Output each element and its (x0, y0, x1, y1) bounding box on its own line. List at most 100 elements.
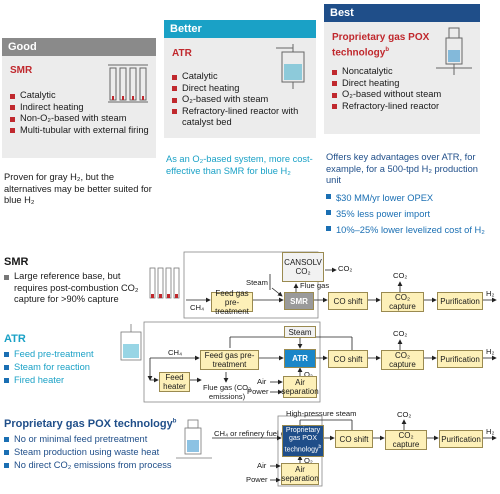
pox-purification-label: Purification (441, 434, 481, 444)
smr-feed-box: Feed gas pre-treatment (211, 289, 253, 316)
pox-reactor-text: Proprietary gas POX technology (284, 427, 321, 454)
atr-air-sep-box: Air separation (281, 376, 319, 398)
smr-capture-box: CO₂ capture (381, 292, 424, 312)
atr-steam-box: Steam (284, 326, 316, 338)
card-best-title: Proprietary gas POX technologyb (332, 32, 432, 59)
atr-reactor-box: ATR (284, 349, 316, 368)
smr-purification-box: Purification (437, 292, 483, 310)
atr-shift-label: CO shift (333, 354, 363, 364)
smr-reactor-box: SMR (284, 292, 314, 310)
smr-cansolv-label: CANSOLV CO₂ (284, 258, 322, 276)
list-item: Noncatalytic (332, 66, 478, 78)
list-item: Refractory-lined reactor (332, 101, 478, 113)
smr-co2-top-label: CO₂ (393, 271, 408, 280)
list-item: Direct heating (332, 78, 478, 90)
card-best-bullets: Noncatalytic Direct heating O₂-based wit… (332, 66, 478, 112)
card-better: Better ATR Catalytic Direct heating O₂-b… (164, 20, 316, 138)
smr-shift-label: CO shift (333, 296, 363, 306)
card-good-header: Good (2, 38, 156, 56)
smr-h2-label: H₂ (486, 289, 495, 298)
pox-reactor-box: Proprietary gas POX technologyb (282, 425, 324, 457)
pox-h2-label: H₂ (486, 427, 495, 436)
pox-air-label: Air (257, 461, 267, 470)
list-item: Multi-tubular with external firing (10, 125, 154, 137)
pox-reactor-icon (436, 27, 472, 75)
section-smr-bullets: Large reference base, but requires post-… (4, 271, 144, 306)
list-item: O₂-based without steam (332, 89, 478, 101)
card-best: Best Proprietary gas POX technologyb Non… (324, 4, 480, 134)
smr-feed-label: Feed gas pre-treatment (215, 288, 249, 316)
atr-feed-label: Feed gas pre-treatment (204, 351, 255, 369)
atr-reactor-icon (276, 44, 305, 89)
atr-plant-icon (120, 324, 142, 361)
section-pox-title-text: Proprietary gas POX technology (4, 418, 173, 430)
smr-cansolv-box: CANSOLV CO₂ (282, 252, 324, 282)
smr-flue-gas-label: Flue gas (300, 281, 330, 290)
atr-feed-box: Feed gas pre-treatment (200, 350, 259, 370)
card-best-note: Offers key advantages over ATR, for exam… (326, 152, 478, 185)
atr-capture-label: CO₂ capture (389, 351, 416, 369)
card-best-header: Best (324, 4, 480, 22)
atr-heater-label: Feed heater (163, 373, 186, 391)
atr-air-label: Air (257, 377, 267, 386)
atr-purification-label: Purification (440, 354, 480, 364)
list-item: Indirect heating (10, 102, 154, 114)
pox-power-label: Power (246, 475, 268, 484)
smr-shift-box: CO shift (328, 292, 368, 310)
pox-plant-icon (176, 419, 212, 459)
list-item: Non-O₂-based with steam (10, 113, 154, 125)
pox-air-sep-box: Air separation (281, 463, 319, 485)
pox-reactor-sup: b (318, 444, 322, 451)
card-best-title-sup: b (385, 47, 390, 53)
card-good: Good SMR Catalytic Indirect heating Non-… (2, 38, 156, 158)
smr-reactor-label: SMR (290, 296, 308, 306)
card-better-header: Better (164, 20, 316, 38)
pox-air-sep-label: Air separation (281, 465, 319, 483)
smr-purification-label: Purification (440, 296, 480, 306)
atr-shift-box: CO shift (328, 350, 368, 368)
atr-air-sep-label: Air separation (281, 378, 319, 396)
list-item: No direct CO₂ emissions from process (4, 459, 174, 472)
card-best-advantages: $30 MM/yr lower OPEX 35% less power impo… (326, 190, 486, 238)
list-item: Large reference base, but requires post-… (4, 271, 144, 306)
card-good-note: Proven for gray H₂, but the alternatives… (4, 172, 152, 205)
smr-ch4-label: CH₄ (190, 303, 205, 312)
section-pox-title: Proprietary gas POX technologyb (4, 418, 176, 430)
pox-hp-steam-label: High-pressure steam (286, 409, 357, 418)
list-item: Steam production using waste heat (4, 446, 174, 459)
section-atr-title: ATR (4, 333, 26, 345)
pox-shift-box: CO shift (335, 430, 373, 448)
list-item: 35% less power import (326, 206, 486, 222)
smr-steam-label: Steam (246, 278, 268, 287)
list-item: O₂-based with steam (172, 94, 314, 106)
atr-capture-box: CO₂ capture (381, 350, 424, 370)
atr-power-label: Power (247, 387, 269, 396)
list-item: No or minimal feed pretreatment (4, 433, 174, 446)
smr-co2-out-label: CO₂ (338, 264, 353, 273)
list-item: Feed pre-treatment (4, 348, 114, 361)
section-pox-bullets: No or minimal feed pretreatment Steam pr… (4, 433, 174, 472)
atr-heater-box: Feed heater (159, 372, 190, 392)
smr-tubes-icon (108, 64, 148, 103)
atr-steam-label: Steam (288, 327, 312, 337)
atr-reactor-label: ATR (292, 354, 308, 363)
list-item: Steam for reaction (4, 361, 114, 374)
list-item: Direct heating (172, 83, 314, 95)
card-good-title: SMR (10, 65, 33, 76)
pox-co2-top-label: CO₂ (397, 410, 412, 419)
pox-reactor-label: Proprietary gas POX technologyb (283, 427, 323, 454)
section-atr-bullets: Feed pre-treatment Steam for reaction Fi… (4, 348, 114, 387)
smr-plant-icon (149, 267, 180, 299)
list-item: Refractory-lined reactor with catalyst b… (172, 106, 314, 129)
atr-o2-label: O₂ (304, 370, 313, 379)
pox-o2-label: O₂ (304, 456, 313, 465)
list-item: 10%–25% lower levelized cost of H₂ (326, 222, 486, 238)
pox-purification-box: Purification (439, 430, 483, 448)
card-best-title-text: Proprietary gas POX technology (332, 32, 430, 59)
section-smr-title: SMR (4, 256, 29, 268)
smr-capture-label: CO₂ capture (389, 293, 416, 311)
atr-ch4-label: CH₄ (168, 348, 183, 357)
card-better-note: As an O₂-based system, more cost-effecti… (166, 154, 313, 176)
pox-feed-in-label: CH₄ or refinery fuel gas (214, 429, 294, 438)
